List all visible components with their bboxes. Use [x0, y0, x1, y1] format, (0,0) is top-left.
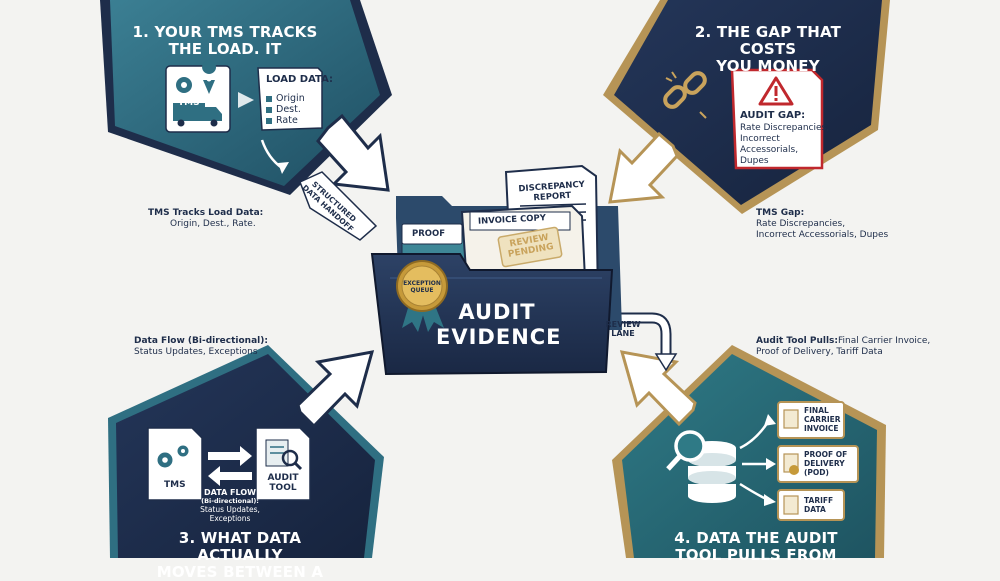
arrow-panel2-to-folder: [608, 131, 679, 204]
tms-truck-card: [165, 60, 231, 133]
panel1-curve-arrowhead: [278, 162, 289, 174]
panel-4-title-line2: TOOL PULLS FROM: [675, 546, 837, 564]
load-data-card: [257, 67, 323, 131]
p4-doc1-line1: FINAL: [804, 406, 829, 415]
bidirectional-arrows: [208, 446, 252, 486]
p4-doc2-line2: DELIVERY: [804, 459, 845, 468]
review-lane-label: REVIEW LANE: [600, 320, 646, 338]
tab-proof: PROOF: [412, 229, 446, 239]
p4-doc3-line1: TARIFF: [804, 496, 834, 505]
caption-2-text-1: Rate Discrepancies,: [756, 219, 846, 229]
load-data-item-1: Origin: [276, 93, 305, 104]
audit-gap-line-3: Accessorials,: [740, 145, 799, 155]
caption-1-title: TMS Tracks Load Data:: [148, 208, 264, 218]
caption-4-text-1: Final Carrier Invoice,: [838, 336, 931, 346]
caption-2-title: TMS Gap:: [756, 208, 805, 218]
p3-flow-line2: Exceptions: [209, 514, 251, 523]
audit-evidence-line2: EVIDENCE: [436, 325, 562, 349]
p4-doc-proof-of-delivery: PROOF OF DELIVERY (POD): [804, 450, 847, 477]
caption-2-text-2: Incorrect Accessorials, Dupes: [756, 230, 889, 240]
p4-doc-cards: [777, 401, 859, 521]
load-data-item-3: Rate: [276, 115, 298, 126]
panel-2-title-line1: 2. THE GAP THAT COSTS: [694, 23, 842, 58]
panel-3-title: 3. WHAT DATA ACTUALLY MOVES BETWEEN A: [140, 530, 340, 581]
p4-doc2-line1: PROOF OF: [804, 450, 848, 459]
load-data-item-2: Dest.: [276, 104, 301, 115]
broken-chain-icon: [663, 71, 707, 119]
p3-data-flow-label: DATA FLOW (Bi-directional): Status Updat…: [196, 488, 264, 523]
tms-to-loaddata-arrow: [238, 92, 254, 108]
handoff-tag-shape: [299, 171, 378, 241]
exception-queue-label: EXCEPTION QUEUE: [398, 280, 446, 294]
panel-1-title: 1. YOUR TMS TRACKS THE LOAD. IT: [130, 24, 320, 58]
review-lane-line2: LANE: [611, 329, 635, 338]
p4-doc-tariff-data: TARIFF DATA: [804, 496, 833, 514]
audit-gap-card: [730, 68, 824, 170]
diagram-stage: 1. YOUR TMS TRACKS THE LOAD. IT TMS LOAD…: [100, 0, 931, 581]
audit-evidence-line1: AUDIT: [458, 300, 536, 324]
audit-evidence-label: AUDIT EVIDENCE: [436, 300, 562, 350]
audit-gap-title: AUDIT GAP:: [740, 110, 806, 121]
caption-4-title: Audit Tool Pulls:: [756, 336, 838, 346]
arrow-panel1-to-folder: [316, 113, 390, 192]
review-lane-arrow: [600, 312, 678, 372]
seal-line1: EXCEPTION: [403, 280, 441, 287]
p4-doc2-line3: (POD): [804, 468, 829, 477]
panel-2-title: 2. THE GAP THAT COSTS YOU MONEY: [668, 24, 868, 75]
arrow-panel3-to-folder: [296, 350, 375, 429]
review-lane-line1: REVIEW: [605, 320, 641, 329]
panel-1-title-line1: 1. YOUR TMS TRACKS: [132, 23, 318, 41]
p3-audit-tool-card: [255, 427, 311, 501]
load-data-title: LOAD DATA:: [266, 74, 334, 85]
caption-4-text-2: Proof of Delivery, Tariff Data: [756, 347, 883, 357]
audit-evidence-folder: [370, 164, 622, 376]
p3-tms-label: TMS: [164, 480, 186, 490]
panel-3-title-line1: 3. WHAT DATA ACTUALLY: [178, 529, 302, 564]
p4-connector-arrows: [739, 414, 776, 506]
tms-icon-label: TMS: [178, 98, 200, 108]
panel-1-title-line2: THE LOAD. IT: [168, 40, 282, 58]
p3-audit-line1: AUDIT: [267, 473, 299, 483]
p4-doc3-line2: DATA: [804, 505, 826, 514]
seal-line2: QUEUE: [410, 287, 434, 294]
p3-tms-card: [147, 427, 203, 501]
audit-gap-line-1: Rate Discrepancies,: [740, 123, 830, 133]
caption-1-text: Origin, Dest., Rate.: [170, 219, 256, 229]
panel-4-title: 4. DATA THE AUDIT TOOL PULLS FROM: [658, 530, 854, 564]
database-search-icon: [666, 430, 736, 503]
p3-audit-tool-label: AUDIT TOOL: [258, 473, 308, 493]
panel-2-title-line2: YOU MONEY: [716, 57, 820, 75]
arrow-panel4-to-folder: [619, 350, 697, 427]
p3-flow-sub: (Bi-directional):: [201, 497, 259, 505]
exception-queue-seal: [396, 260, 448, 332]
panel-3-title-line2: MOVES BETWEEN A: [156, 563, 324, 581]
audit-gap-line-2: Incorrect: [740, 134, 780, 144]
p4-doc1-line3: INVOICE: [804, 424, 839, 433]
audit-gap-line-4: Dupes: [740, 156, 769, 166]
p3-audit-line2: TOOL: [269, 483, 297, 493]
p4-doc-final-carrier-invoice: FINAL CARRIER INVOICE: [804, 406, 841, 433]
panel-4-title-line1: 4. DATA THE AUDIT: [674, 529, 838, 547]
diagram-graphics: [100, 0, 890, 558]
caption-3-text: Status Updates, Exceptions: [134, 347, 258, 357]
p3-flow-line1: Status Updates,: [200, 505, 260, 514]
caption-3-title: Data Flow (Bi-directional):: [134, 336, 268, 346]
p4-doc1-line2: CARRIER: [804, 415, 841, 424]
p3-flow-title: DATA FLOW: [204, 488, 256, 497]
